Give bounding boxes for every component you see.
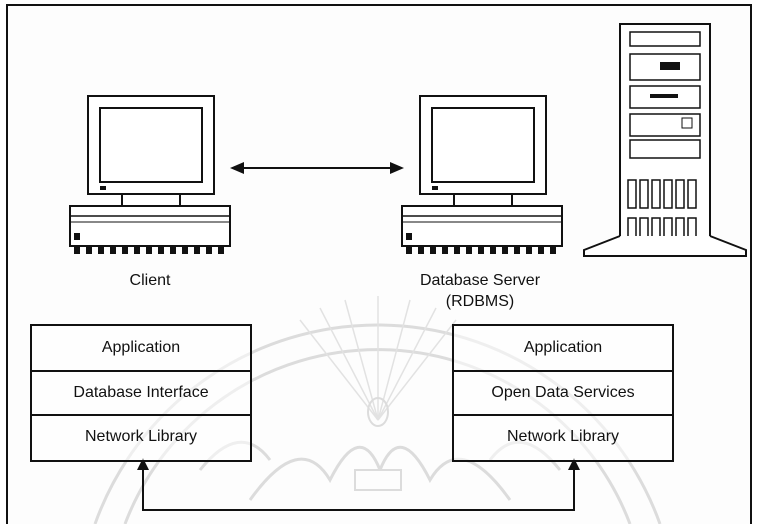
tower-server-icon xyxy=(583,23,747,257)
server-computer-icon xyxy=(401,95,563,254)
client-layer-network-library: Network Library xyxy=(32,414,250,458)
client-caption: Client xyxy=(129,272,171,289)
client-stack: Application Database Interface Network L… xyxy=(30,324,252,462)
double-arrow-icon xyxy=(230,162,404,174)
server-caption-line2: (RDBMS) xyxy=(445,293,515,310)
server-caption-line1: Database Server xyxy=(419,272,541,289)
server-stack: Application Open Data Services Network L… xyxy=(452,324,674,462)
server-caption: Database Server (RDBMS) xyxy=(380,270,580,312)
client-layer-database-interface: Database Interface xyxy=(32,370,250,414)
server-layer-application: Application xyxy=(523,339,603,356)
client-computer-icon xyxy=(69,95,231,254)
client-layer-application: Application xyxy=(101,339,181,356)
server-layer-network-library: Network Library xyxy=(454,414,672,458)
network-connection-line xyxy=(137,458,580,511)
server-layer-open-data-services: Open Data Services xyxy=(454,370,672,414)
